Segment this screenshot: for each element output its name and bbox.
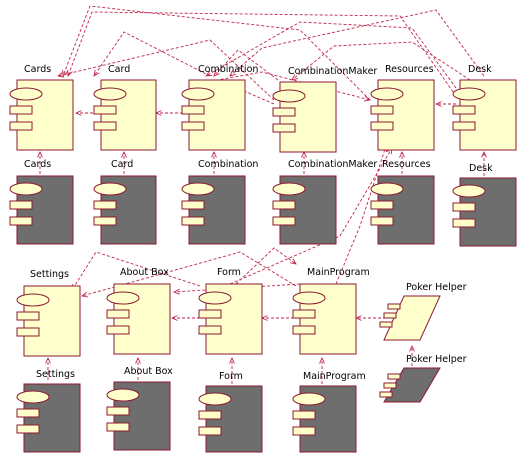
- component-label: Cards: [24, 159, 51, 170]
- component-body[interactable]: [106, 381, 171, 451]
- dependency-arrow: [68, 11, 457, 97]
- component-body[interactable]: [198, 385, 263, 453]
- component-body[interactable]: [272, 175, 337, 245]
- component-body[interactable]: [452, 177, 517, 247]
- component-spec[interactable]: [106, 283, 171, 355]
- component-label: Resources: [382, 159, 431, 170]
- component-label: Poker Helper: [406, 354, 467, 365]
- component-body[interactable]: [181, 175, 246, 245]
- component-spec[interactable]: [370, 79, 435, 151]
- component-label: CombinationMaker: [288, 66, 377, 77]
- dependency-arrow: [206, 21, 457, 89]
- component-body[interactable]: [370, 175, 435, 245]
- component-label: Desk: [468, 64, 492, 75]
- component-body[interactable]: [292, 385, 357, 453]
- component-label: Card: [111, 159, 133, 170]
- component-label: Combination: [198, 159, 258, 170]
- component-spec[interactable]: [272, 81, 337, 153]
- component-spec[interactable]: [93, 79, 157, 151]
- dependency-arrow: [214, 49, 279, 81]
- component-label: Settings: [36, 369, 75, 380]
- component-label: Settings: [30, 269, 69, 280]
- component-label: Cards: [24, 64, 51, 75]
- component-label: Form: [217, 267, 241, 278]
- dependency-arrow: [235, 247, 296, 285]
- component-label: Card: [108, 64, 130, 75]
- dependency-arrow: [229, 148, 392, 285]
- component-spec[interactable]: [9, 79, 74, 151]
- component-label: About Box: [120, 267, 169, 278]
- component-spec[interactable]: [198, 283, 263, 355]
- component-label: CombinationMaker: [288, 159, 377, 170]
- component-label: MainProgram: [307, 267, 370, 278]
- dependency-arrow: [82, 251, 297, 296]
- dependency-arrow: [335, 146, 386, 285]
- component-spec[interactable]: [292, 283, 357, 355]
- component-label: Poker Helper: [406, 282, 467, 293]
- component-spec[interactable]: [16, 285, 81, 357]
- component-spec[interactable]: [452, 79, 517, 151]
- dependency-arrow: [58, 39, 275, 101]
- dependency-arrow: [72, 251, 201, 290]
- component-label: MainProgram: [303, 371, 366, 382]
- dependency-arrow: [230, 9, 485, 76]
- component-body[interactable]: [93, 175, 157, 245]
- component-label: Resources: [385, 64, 434, 75]
- component-body[interactable]: [9, 175, 74, 245]
- dependency-arrow: [94, 31, 211, 76]
- component-label: Form: [219, 371, 243, 382]
- dependency-arrow: [63, 5, 371, 101]
- component-body[interactable]: [16, 383, 81, 453]
- component-label: About Box: [124, 366, 173, 377]
- component-body-parallelogram[interactable]: [379, 367, 441, 403]
- dependency-arrow: [174, 283, 301, 292]
- component-label: Desk: [469, 163, 493, 174]
- component-spec-parallelogram[interactable]: [379, 295, 441, 341]
- component-spec[interactable]: [181, 79, 246, 151]
- component-label: Combination: [198, 64, 258, 75]
